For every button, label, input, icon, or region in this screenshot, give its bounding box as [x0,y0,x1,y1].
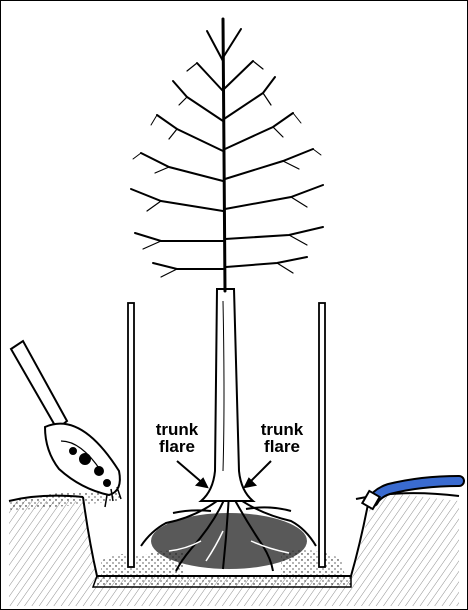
shovel [11,341,121,507]
stake-right [319,303,325,567]
label-left-line2: flare [147,438,207,455]
bare-tree-crown [131,19,323,291]
label-left-line1: trunk [147,421,207,438]
label-right-line1: trunk [252,421,312,438]
stake-left [128,303,134,567]
label-right-line2: flare [252,438,312,455]
trunk-flare-label-right: trunk flare [250,421,314,455]
tree-trunk [201,289,253,501]
trunk-flare-label-left: trunk flare [145,421,209,455]
